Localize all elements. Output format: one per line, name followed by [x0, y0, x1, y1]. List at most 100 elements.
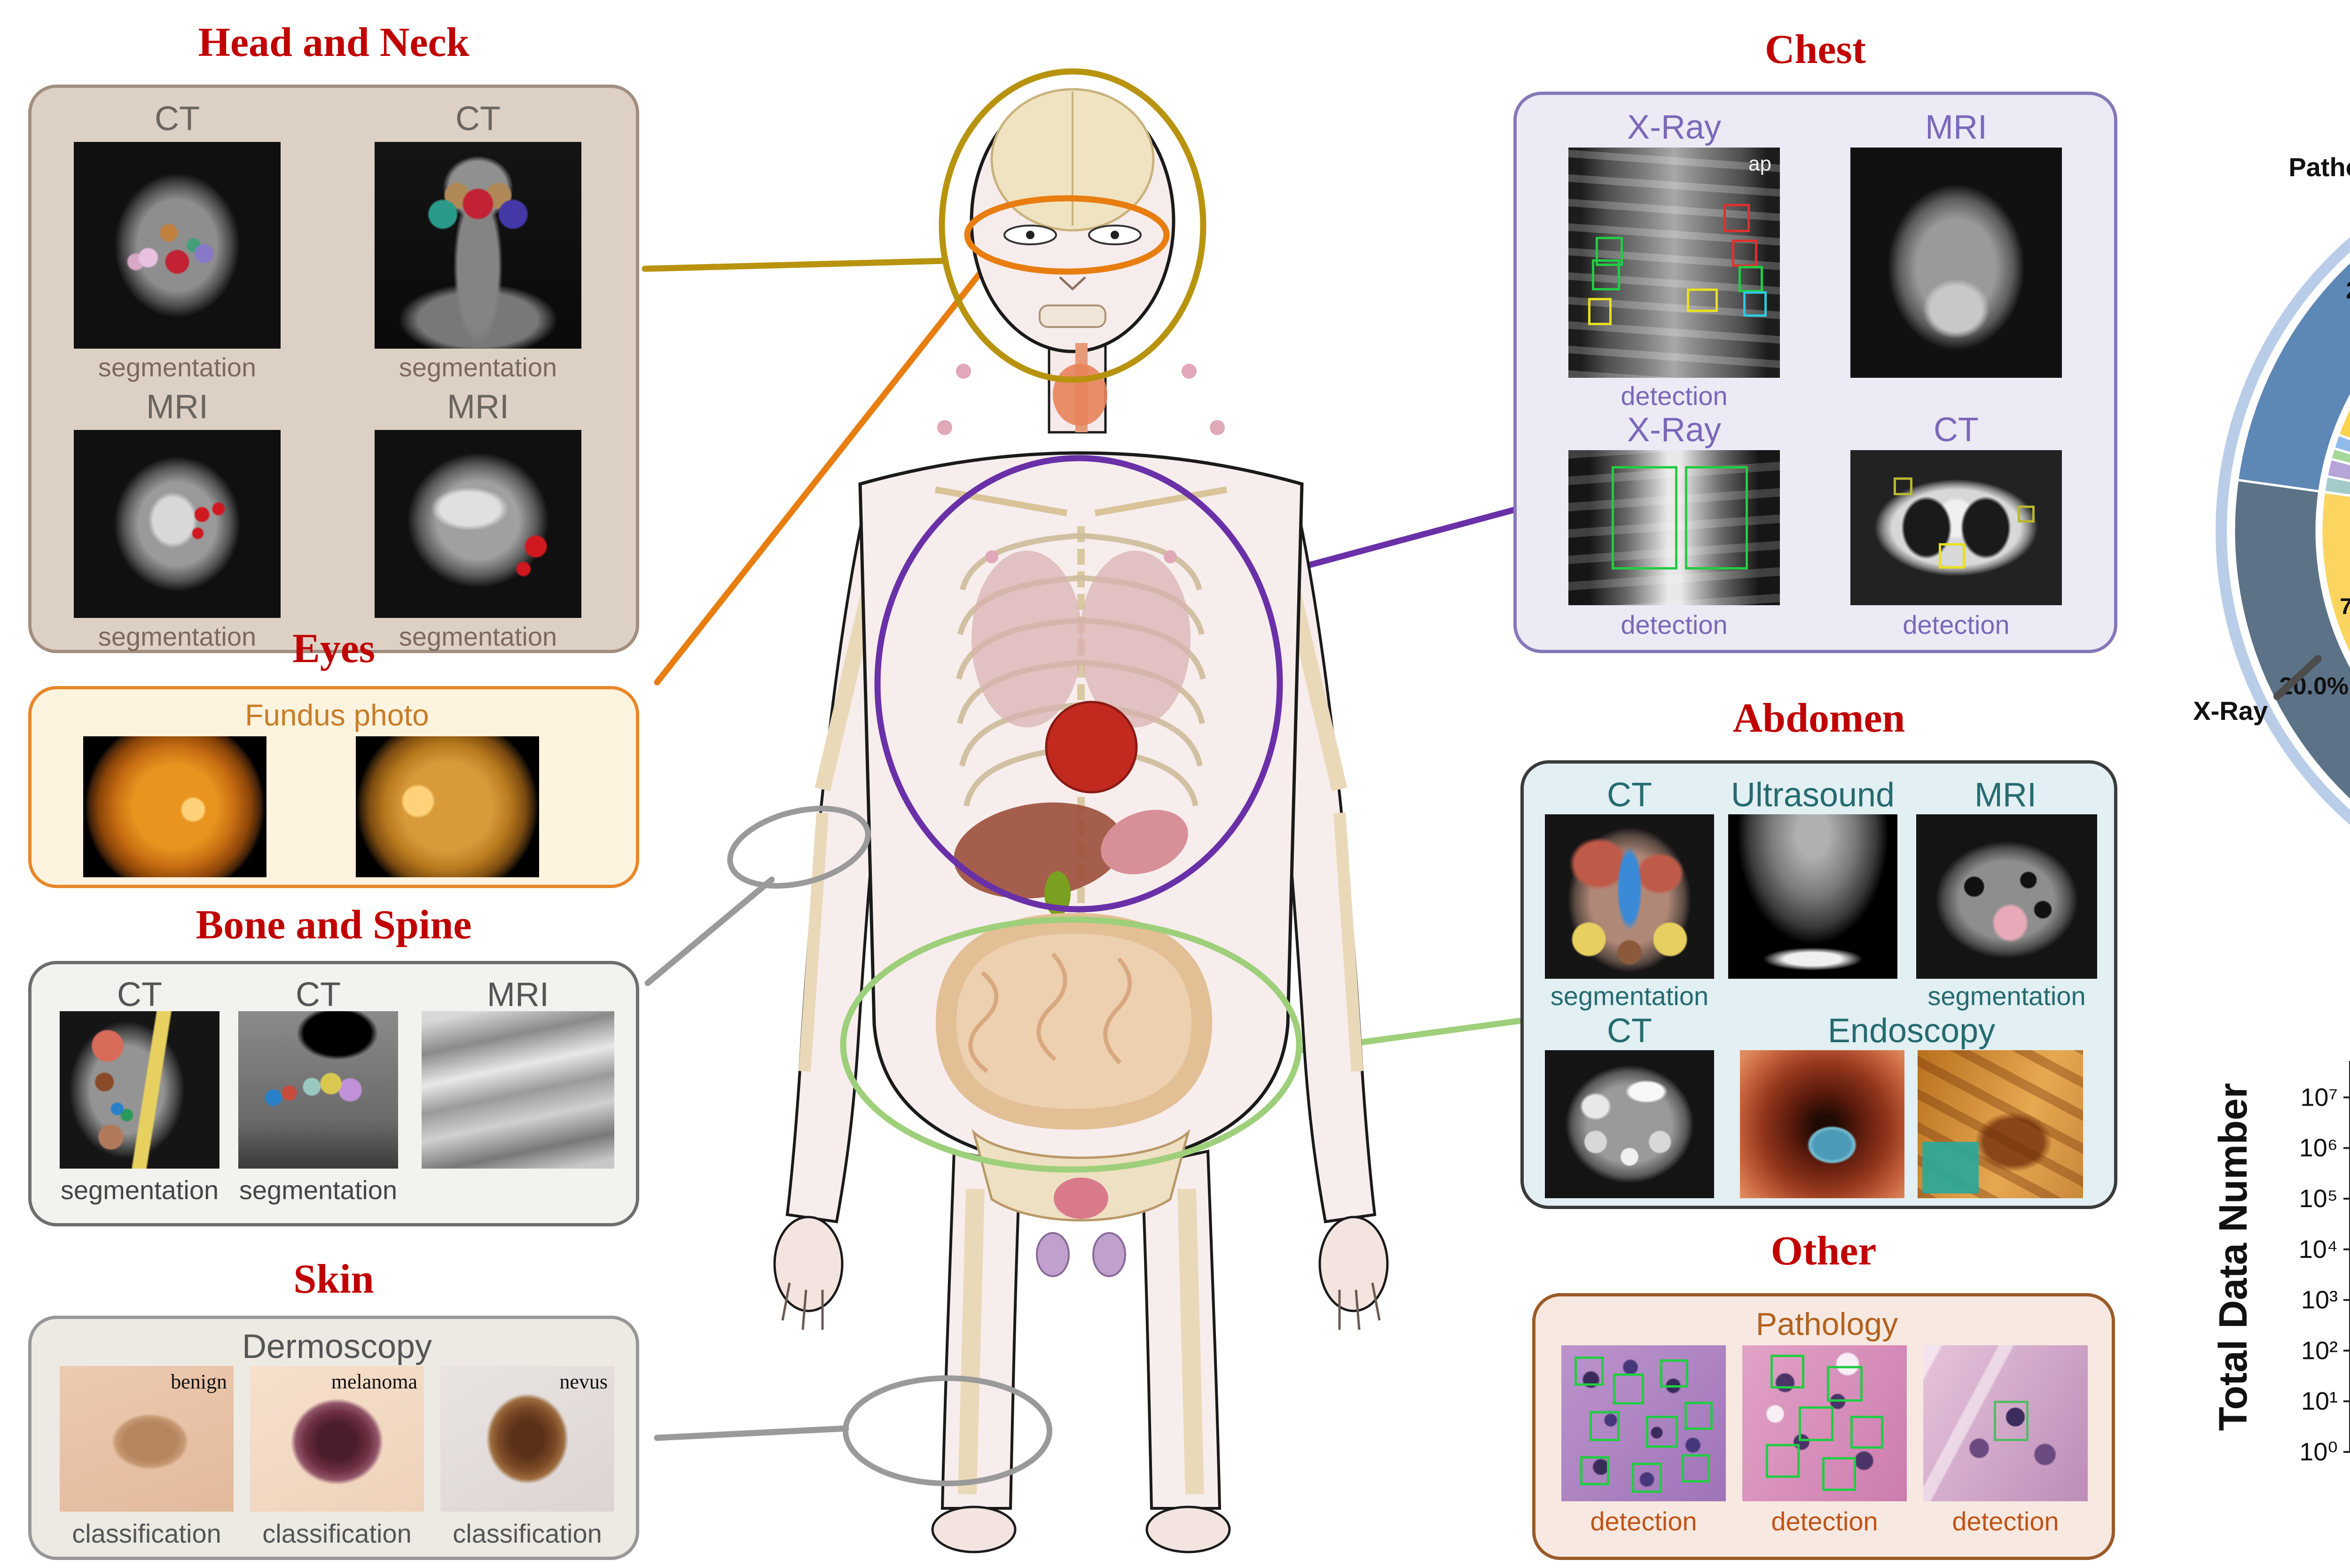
- left-axis-tick: 10⁶: [2299, 1134, 2338, 1162]
- chest-title: Chest: [1764, 27, 1866, 72]
- modality-callout-label: X-Ray: [2193, 696, 2268, 725]
- other-panel: Pathology detection detection detection: [1532, 1293, 2115, 1560]
- medical-image-pathology-3: [1923, 1345, 2088, 1501]
- medical-image-pathology-1: [1561, 1345, 1726, 1501]
- eyes-title: Eyes: [292, 626, 375, 671]
- modality-label: X-Ray: [1627, 411, 1722, 449]
- modality-label: Dermoscopy: [242, 1328, 432, 1365]
- sunburst-percent-label: 21.8%: [2346, 277, 2350, 304]
- right-hand: [1318, 1216, 1389, 1312]
- chest-connector-line: [1279, 507, 1518, 576]
- right-foot: [1145, 1506, 1231, 1553]
- colon: [935, 913, 1213, 1130]
- modality-label: MRI: [487, 976, 549, 1014]
- left-axis-tick: 10⁴: [2299, 1235, 2338, 1264]
- callout-line: [2273, 655, 2322, 700]
- skin-panel: Dermoscopy benign melanoma nevus classif…: [28, 1316, 639, 1560]
- left-axis-tick: 10⁰: [2299, 1438, 2338, 1466]
- stomach: [1101, 810, 1188, 874]
- left-axis-tick: 10²: [2301, 1336, 2338, 1365]
- class-tag: benign: [171, 1370, 227, 1393]
- medical-image-ultrasound: [1728, 814, 1897, 979]
- chest-panel: X-Ray MRI ap detection X-Ray CT detectio…: [1513, 92, 2117, 653]
- arm-region-ring: [727, 805, 871, 889]
- medical-image-ct-vertebrae: [238, 1011, 398, 1169]
- eyes-connector-line: [654, 260, 991, 686]
- modality-label: Fundus photo: [245, 698, 429, 732]
- lymph-nodes: [937, 364, 1225, 563]
- right-lung: [1080, 551, 1191, 727]
- modality-label: X-Ray: [1627, 109, 1722, 146]
- modality-label: CT: [296, 976, 341, 1014]
- teeth: [1039, 304, 1106, 328]
- medical-image-mri-abdomen: [1916, 814, 2097, 979]
- medical-image-mri-head: [1850, 148, 2062, 378]
- medical-image-ct-axial-skull: [74, 142, 281, 349]
- liver: [954, 802, 1124, 899]
- head-neck-title: Head and Neck: [198, 20, 470, 65]
- modality-label: CT: [455, 100, 501, 138]
- medical-image-endoscopy-2: [1918, 1050, 2083, 1198]
- left-axis-label: Total Data Number: [2211, 1083, 2255, 1431]
- sunburst-percent-label: 71.9%: [2340, 594, 2350, 619]
- abdomen-title: Abdomen: [1732, 695, 1905, 741]
- pelvis: [971, 1129, 1191, 1222]
- task-caption: detection: [1621, 381, 1728, 411]
- modality-label: Pathology: [1755, 1306, 1898, 1342]
- medical-image-ct-lung: [1850, 450, 2062, 605]
- eyes-region-ring: [964, 195, 1170, 275]
- medical-image-dermoscopy-nevus: nevus: [440, 1366, 614, 1512]
- thyroid: [1053, 364, 1107, 426]
- bone-spine-connector-line: [644, 876, 775, 986]
- bone-spine-panel: CT CT MRI segmentation segmentation: [28, 961, 639, 1226]
- task-caption: detection: [1771, 1506, 1878, 1536]
- task-caption: segmentation: [1927, 981, 2086, 1011]
- task-caption: segmentation: [98, 352, 257, 382]
- abdomen-panel: CT Ultrasound MRI segmentation segmentat…: [1520, 760, 2117, 1209]
- medical-image-mri-axial-brain: [74, 430, 281, 618]
- left-axis-tick: 10⁷: [2300, 1083, 2338, 1111]
- task-caption: segmentation: [399, 352, 557, 382]
- modality-label: MRI: [1974, 776, 2037, 814]
- medical-image-endoscopy-1: [1740, 1050, 1904, 1198]
- task-caption: segmentation: [98, 622, 257, 651]
- view-tag: ap: [1748, 152, 1771, 175]
- modality-label: MRI: [146, 388, 208, 426]
- head-region-ring: [939, 68, 1206, 383]
- heart: [1045, 701, 1138, 794]
- modality-label: Ultrasound: [1731, 776, 1895, 814]
- medical-image-dermoscopy-benign: benign: [60, 1366, 234, 1512]
- abdomen-region-ring: [840, 916, 1302, 1173]
- modality-label: CT: [117, 976, 162, 1014]
- task-caption: detection: [1952, 1506, 2059, 1536]
- bone-spine-title: Bone and Spine: [196, 902, 472, 948]
- modality-callout-label: Pathology: [2288, 152, 2350, 182]
- left-lung: [971, 551, 1082, 727]
- medical-image-mri-sagittal-brain: [375, 430, 581, 618]
- sunburst-segment: [2332, 433, 2350, 454]
- leg-region-ring: [843, 1375, 1052, 1486]
- endoscopy-overlay-box: [1922, 1142, 1979, 1194]
- modality-label: CT: [1607, 776, 1652, 814]
- head-neck-panel: CT CT segmentation segmentation MRI MRI …: [28, 85, 639, 653]
- head-neck-connector-line: [642, 257, 949, 272]
- left-axis-tick: 10¹: [2301, 1387, 2338, 1415]
- eyes-panel: Fundus photo: [28, 686, 639, 888]
- skin-title: Skin: [293, 1256, 374, 1302]
- medical-image-xray-pediatric: ap: [1568, 148, 1780, 378]
- class-tag: nevus: [559, 1370, 608, 1393]
- medical-image-ct-abdomen-seg: [1545, 814, 1714, 979]
- task-caption: detection: [1621, 610, 1728, 640]
- left-axis-tick: 10⁵: [2299, 1185, 2338, 1213]
- sunburst-segment: [2232, 478, 2350, 802]
- task-caption: segmentation: [239, 1175, 398, 1205]
- task-caption: detection: [1903, 610, 2010, 640]
- modality-label: CT: [1934, 411, 1979, 449]
- modality-label: MRI: [447, 388, 509, 426]
- task-caption: classification: [453, 1519, 602, 1548]
- task-caption: classification: [262, 1519, 412, 1548]
- medical-image-fundus-1: [83, 736, 266, 877]
- sunburst-segment: [2236, 260, 2350, 493]
